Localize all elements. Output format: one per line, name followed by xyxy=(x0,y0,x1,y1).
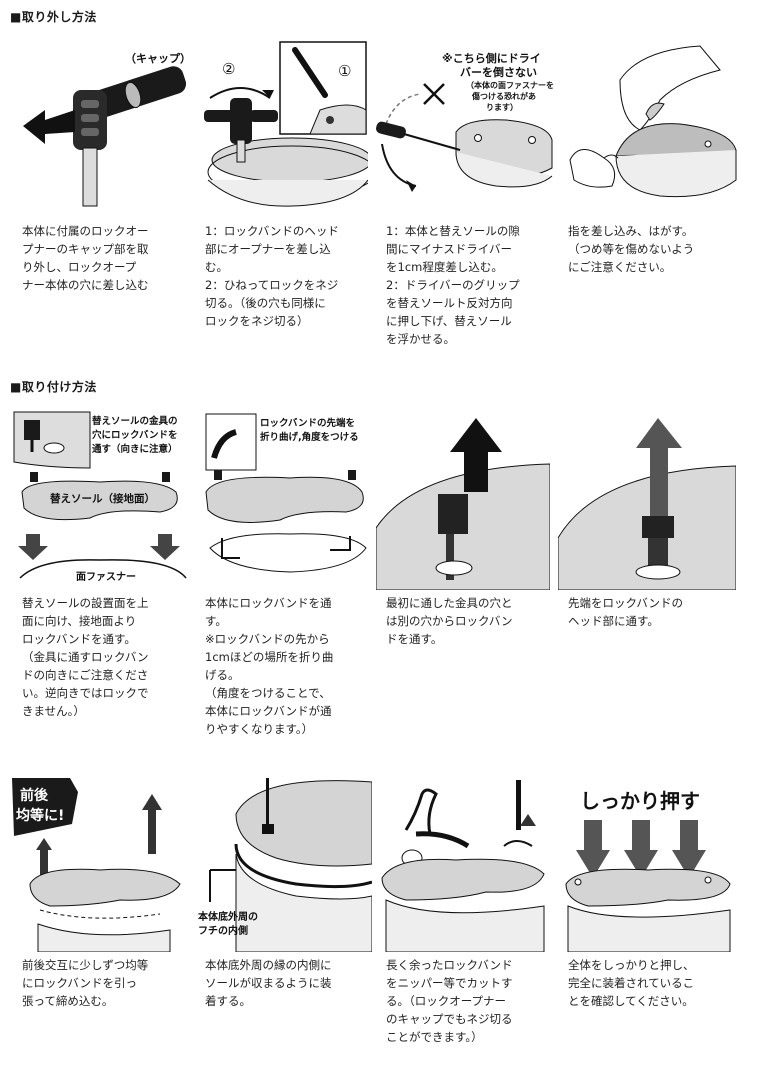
attach-step-7-illustration xyxy=(376,774,550,952)
attach-step-7-text: 長く余ったロックバンド をニッパー等でカットす る。（ロックオープナー のキャッ… xyxy=(386,958,513,1044)
edge-callout: フチの内側 xyxy=(198,924,248,937)
attach-step-5-illustration: 前後 均等に! xyxy=(10,774,194,952)
driver-warning: ※こちら側にドライ xyxy=(442,51,541,65)
attach-step-4-illustration xyxy=(558,408,736,590)
attach-step-4-text: 先端をロックバンドの ヘッド部に通す。 xyxy=(568,596,683,628)
attach-step-8-illustration: しっかり押す xyxy=(558,774,736,952)
driver-warning: バーを倒さない xyxy=(460,65,537,79)
attach-step-6-illustration: 本体底外周の フチの内側 xyxy=(196,774,372,952)
step-2-callout: ② xyxy=(222,60,235,78)
cap-label: （キャップ） xyxy=(125,51,191,65)
section-title-attach: ■取り付け方法 xyxy=(10,380,97,394)
section-title-removal: ■取り外し方法 xyxy=(10,10,97,24)
push-firmly-title: しっかり押す xyxy=(580,789,700,813)
attach-callout: 穴にロックバンドを xyxy=(92,429,178,441)
edge-callout: 本体底外周の xyxy=(198,910,258,923)
removal-step-2-illustration: ① ② xyxy=(200,40,368,210)
attach-callout: 通す（向きに注意） xyxy=(92,443,178,455)
attach-callout: 折り曲げ,角度をつける xyxy=(260,431,359,443)
removal-step-2-text: 1：ロックバンドのヘッド 部にオープナーを差し込 む。 2：ひねってロックをネジ… xyxy=(205,224,339,328)
sole-label: 替えソール（接地面） xyxy=(50,492,155,505)
attach-step-8-text: 全体をしっかりと押し、 完全に装着されているこ とを確認してください。 xyxy=(568,958,695,1008)
front-back-callout: 前後 xyxy=(20,787,49,804)
removal-step-4-text: 指を差し込み、はがす。 （つめ等を傷めないよう にご注意ください。 xyxy=(568,224,695,274)
removal-step-3-illustration: ※こちら側にドライ バーを倒さない （本体の面ファスナーを 傷つける恐れがあ り… xyxy=(376,40,554,210)
attach-callout: 替えソールの金具の xyxy=(92,415,178,427)
driver-warning: 傷つける恐れがあ xyxy=(471,91,536,101)
attach-step-2-text: 本体にロックバンドを通 す。 ※ロックバンドの先から 1cmほどの場所を折り曲 … xyxy=(205,596,334,736)
removal-step-1-illustration: （キャップ） xyxy=(15,40,195,210)
attach-step-3-illustration xyxy=(376,408,550,590)
attach-callout: ロックバンドの先端を xyxy=(260,417,355,429)
attach-step-1-illustration: 替えソールの金具の 穴にロックバンドを 通す（向きに注意） 替えソール（接地面）… xyxy=(10,408,194,590)
attach-step-5-text: 前後交互に少しずつ均等 にロックバンドを引っ 張って締め込む。 xyxy=(22,958,149,1008)
step-2-callout: ① xyxy=(338,62,351,80)
front-back-callout: 均等に! xyxy=(16,807,64,824)
attach-step-2-illustration: ロックバンドの先端を 折り曲げ,角度をつける xyxy=(200,408,372,590)
attach-step-6-text: 本体底外周の縁の内側に ソールが収まるように装 着する。 xyxy=(205,958,332,1008)
attach-step-3-text: 最初に通した金具の穴と は別の穴からロックバン ドを通す。 xyxy=(386,596,513,646)
driver-warning: （本体の面ファスナーを xyxy=(466,80,554,90)
removal-step-1-text: 本体に付属のロックオー プナーのキャップ部を取 り外し、ロックオープ ナー本体の… xyxy=(22,224,149,292)
removal-step-3-text: 1：本体と替えソールの隙 間にマイナスドライバー を1cm程度差し込む。 2：ド… xyxy=(386,224,520,346)
removal-step-4-illustration xyxy=(560,40,740,210)
attach-step-1-text: 替えソールの設置面を上 面に向け、接地面より ロックバンドを通す。 （金具に通す… xyxy=(22,596,149,718)
fastener-label: 面ファスナー xyxy=(76,571,136,583)
driver-warning: ります） xyxy=(486,102,518,112)
